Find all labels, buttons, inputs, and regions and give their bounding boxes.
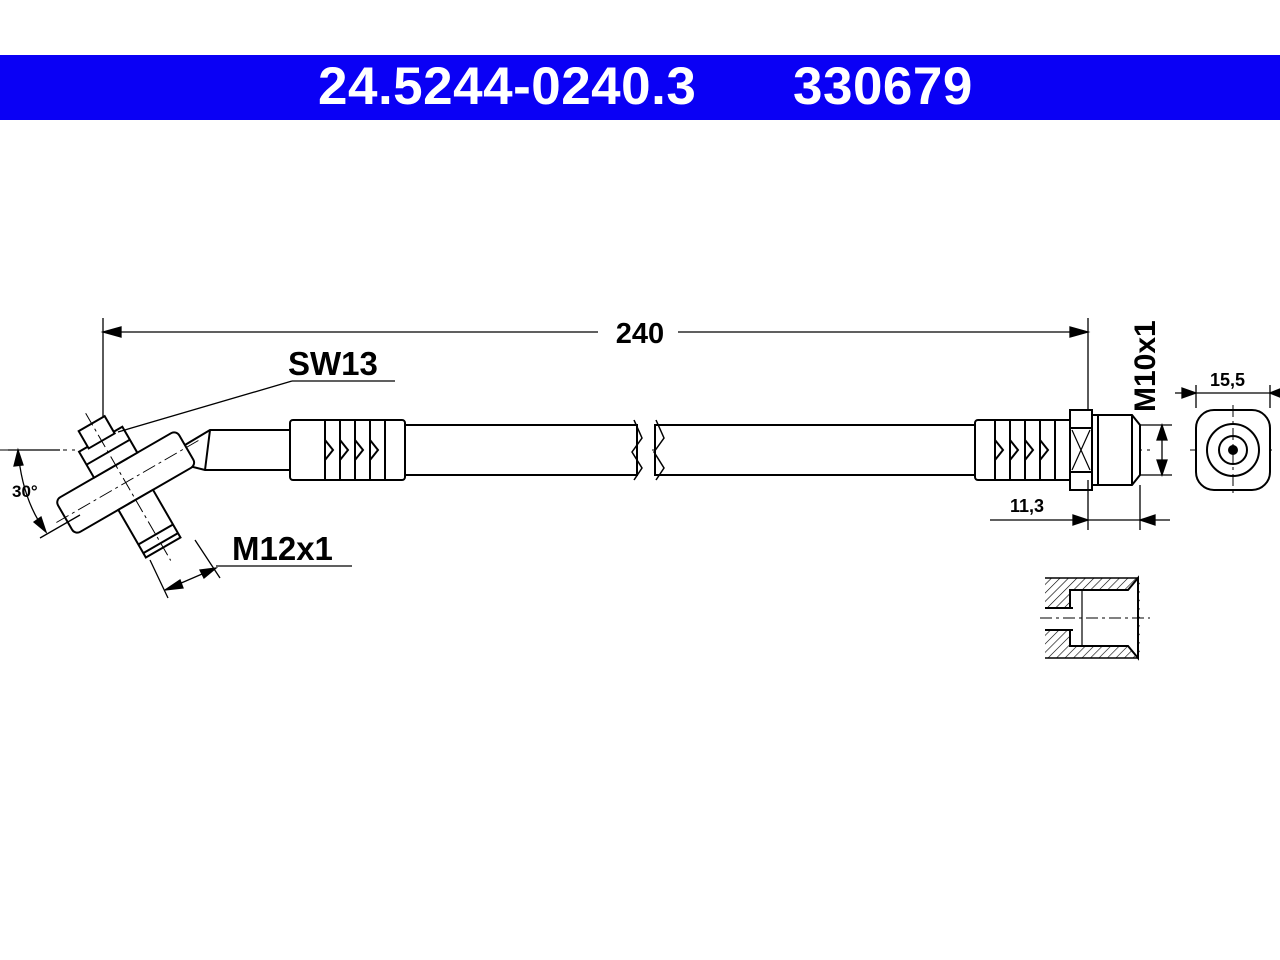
left-ferrule (289, 419, 406, 481)
fitting-length-dimension (990, 480, 1170, 530)
fitting-diameter-label: 15,5 (1210, 370, 1245, 390)
length-label: 240 (616, 318, 664, 350)
title-banner (0, 55, 1280, 120)
right-thread-label: M10x1 (1129, 320, 1162, 412)
end-view-width-dimension (1175, 385, 1280, 408)
length-dimension (100, 318, 1091, 440)
right-ferrule (974, 419, 1076, 481)
right-thread-dimension (1140, 422, 1172, 478)
part-number: 24.5244-0240.3 (318, 57, 697, 116)
wrench-size-label: SW13 (288, 345, 378, 382)
fitting-length-label: 11,3 (1010, 496, 1044, 516)
reference-number: 330679 (793, 57, 973, 116)
section-detail (1040, 575, 1150, 661)
left-thread-label: M12x1 (232, 530, 333, 567)
hose-body (404, 424, 976, 476)
right-fitting (1069, 409, 1141, 491)
left-thread-dimension (149, 539, 352, 599)
end-view (1195, 405, 1271, 495)
wrench-size-leader (117, 380, 395, 433)
angle-label: 30° (12, 482, 38, 501)
banjo-fitting (56, 412, 200, 561)
angle-dimension (8, 447, 81, 539)
left-bent-pipe (184, 429, 291, 471)
hose-break-mark (631, 419, 665, 481)
